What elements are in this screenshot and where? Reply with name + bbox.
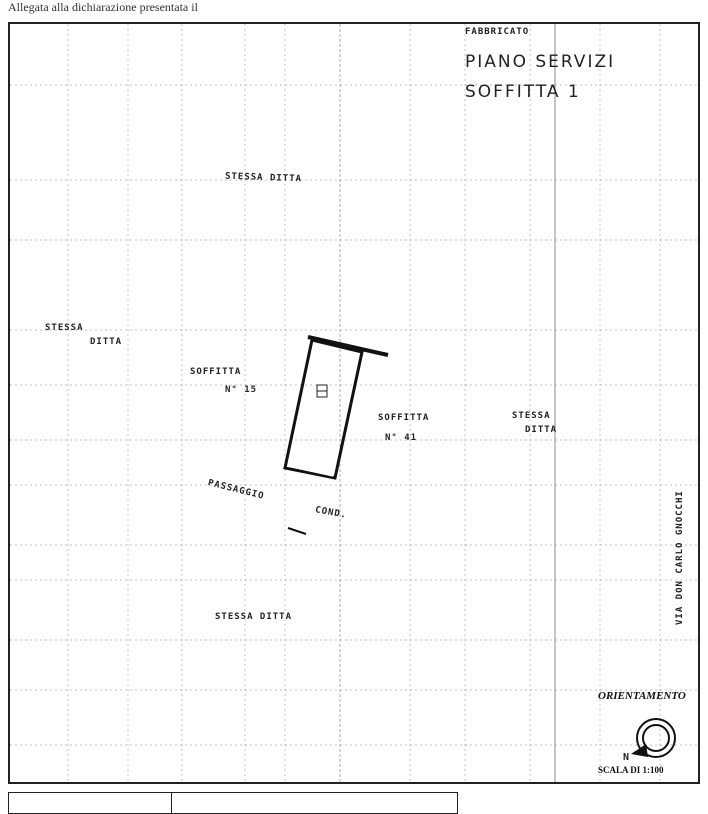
label-soffitta-41: SOFFITTA [378, 413, 430, 423]
drawing-frame [8, 22, 700, 784]
label-street: VIA DON CARLO GNOCCHI [675, 490, 685, 625]
room-soffitta-1 [283, 338, 364, 480]
title-unit: SOFFITTA 1 [465, 82, 581, 102]
label-soffitta-15: SOFFITTA [190, 367, 242, 377]
compass-icon [631, 718, 676, 758]
label-bottom-owner: STESSA DITTA [215, 612, 293, 622]
grid-lines [10, 24, 698, 782]
passage-mark [287, 527, 307, 535]
scale-label: SCALA DI 1:100 [598, 765, 664, 775]
label-soffitta-41-number: N° 41 [385, 433, 418, 443]
label-left-owner-2: DITTA [90, 337, 123, 347]
label-right-owner-2: DITTA [525, 425, 558, 435]
door-line [286, 465, 334, 477]
orientation-label: ORIENTAMENTO [598, 690, 686, 702]
north-label: N [623, 752, 631, 763]
header-caption: Allegata alla dichiarazione presentata i… [8, 0, 198, 14]
label-left-owner-1: STESSA [45, 323, 84, 333]
label-soffitta-15-number: N° 15 [225, 385, 258, 395]
wall-line [307, 335, 389, 357]
skylight-icon [316, 384, 328, 398]
label-right-owner-1: STESSA [512, 411, 551, 421]
title-building: FABBRICATO [465, 27, 530, 37]
title-floor: PIANO SERVIZI [465, 52, 616, 72]
